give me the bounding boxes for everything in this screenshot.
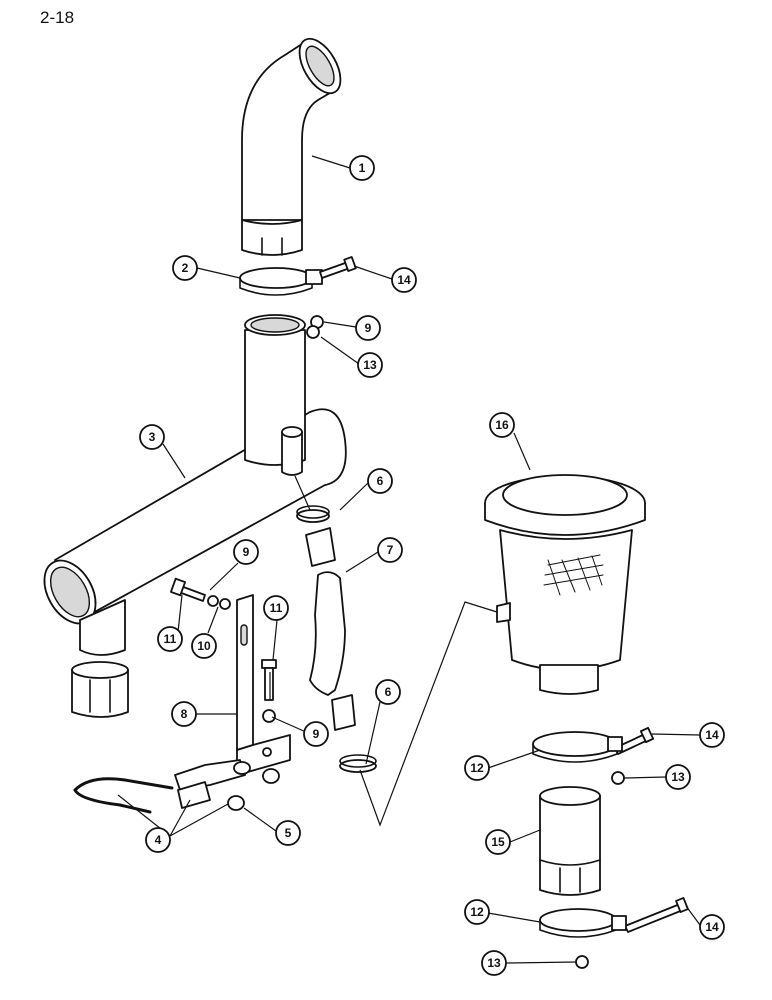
- callout-5: 5: [275, 820, 301, 846]
- mounting-bracket: [236, 594, 291, 776]
- upper-clamp: [239, 267, 323, 296]
- lower-bolt: [261, 659, 277, 723]
- callout-3: 3: [139, 424, 165, 450]
- hose-clamp-upper: [296, 505, 330, 523]
- svg-text:14: 14: [397, 273, 411, 287]
- svg-text:3: 3: [149, 430, 156, 444]
- svg-text:11: 11: [270, 601, 283, 615]
- callout-6-lower: 6: [375, 679, 401, 705]
- svg-text:14: 14: [705, 920, 719, 934]
- svg-text:5: 5: [285, 826, 292, 840]
- svg-text:13: 13: [671, 770, 685, 784]
- air-cleaner-clamp-lower: [539, 908, 627, 938]
- callout-6-upper: 6: [367, 468, 393, 494]
- assembly-lines: [269, 475, 498, 827]
- svg-text:9: 9: [313, 727, 320, 741]
- callout-14-mid: 14: [699, 722, 725, 748]
- svg-text:12: 12: [470, 905, 484, 919]
- svg-text:9: 9: [243, 545, 250, 559]
- nuts-washers-upper: [306, 315, 324, 339]
- callout-1: 1: [349, 155, 375, 181]
- callout-9-top: 9: [355, 315, 381, 341]
- callout-4: 4: [145, 827, 171, 853]
- callout-9-mid: 9: [233, 539, 259, 565]
- callout-14-bottom: 14: [699, 914, 725, 940]
- air-cleaner: [484, 474, 646, 695]
- callout-12-lower: 12: [464, 899, 490, 925]
- svg-text:6: 6: [385, 685, 392, 699]
- u-bolt-strap: [73, 759, 251, 814]
- svg-text:16: 16: [495, 418, 509, 432]
- callout-11-right: 11: [263, 595, 289, 621]
- callout-10: 10: [191, 633, 217, 659]
- callout-7: 7: [377, 537, 403, 563]
- svg-text:10: 10: [197, 639, 211, 653]
- svg-text:13: 13: [487, 956, 501, 970]
- callout-15: 15: [485, 829, 511, 855]
- svg-text:4: 4: [155, 833, 162, 847]
- callout-2: 2: [172, 255, 198, 281]
- bolts: [319, 256, 689, 933]
- flexible-hose: [305, 527, 356, 731]
- svg-text:12: 12: [470, 761, 484, 775]
- svg-text:2: 2: [182, 261, 189, 275]
- nut-right-middle: [611, 771, 625, 785]
- air-cleaner-clamp-upper: [532, 731, 623, 763]
- muffler-tee: [43, 314, 347, 656]
- exhaust-stack-elbow: [241, 37, 342, 256]
- svg-text:8: 8: [181, 707, 188, 721]
- muffler-outlet-stub: [71, 661, 129, 718]
- callout-14-top: 14: [391, 267, 417, 293]
- svg-text:15: 15: [491, 835, 505, 849]
- callout-12-upper: 12: [464, 755, 490, 781]
- svg-text:7: 7: [387, 543, 394, 557]
- callout-11-left: 11: [157, 626, 183, 652]
- svg-text:11: 11: [164, 632, 177, 646]
- adapter-tube: [539, 786, 601, 896]
- callout-16: 16: [489, 412, 515, 438]
- nuts-lower: [227, 768, 280, 811]
- svg-text:9: 9: [365, 321, 372, 335]
- svg-text:14: 14: [705, 728, 719, 742]
- callout-9-low: 9: [303, 721, 329, 747]
- svg-text:13: 13: [363, 358, 377, 372]
- callout-8: 8: [171, 701, 197, 727]
- hose-clamp-lower: [339, 754, 377, 773]
- svg-text:6: 6: [377, 474, 384, 488]
- bolt-washer-set: [170, 577, 231, 610]
- page-number: 2-18: [40, 8, 75, 27]
- svg-text:1: 1: [359, 161, 366, 175]
- nut-right-lower: [575, 955, 589, 969]
- callout-13-top: 13: [357, 352, 383, 378]
- callout-13-mid: 13: [665, 764, 691, 790]
- callout-13-bottom: 13: [481, 950, 507, 976]
